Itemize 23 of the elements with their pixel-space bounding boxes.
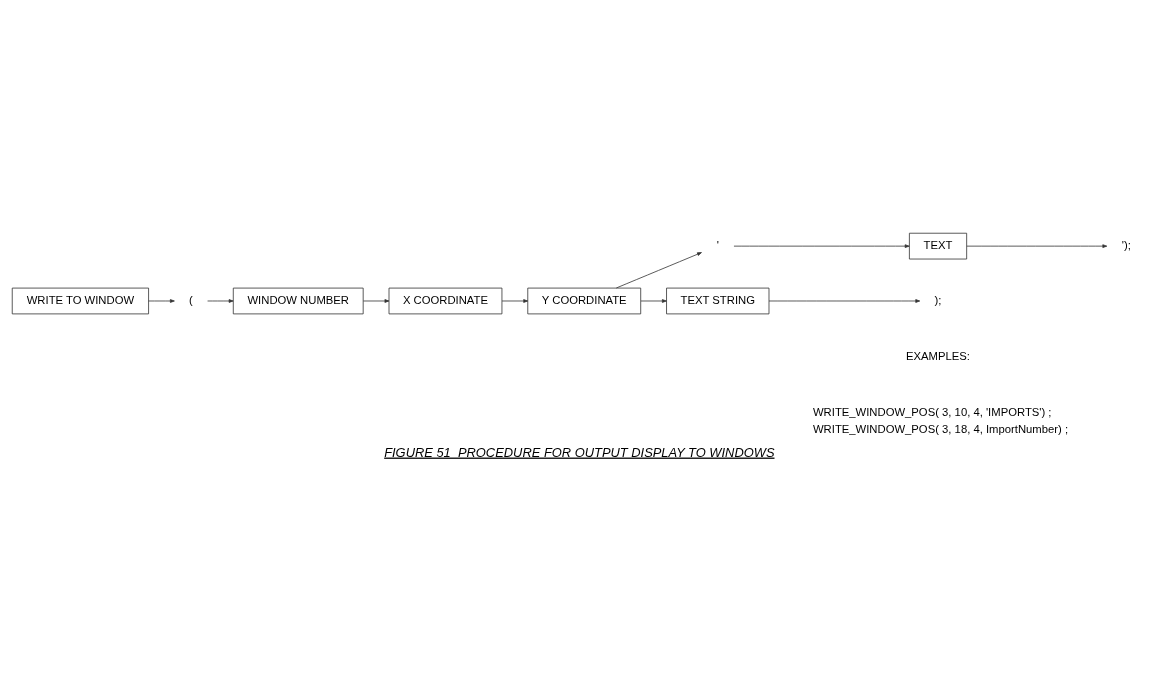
arrow bbox=[148, 298, 175, 303]
node-box: TEXT STRING bbox=[666, 287, 770, 314]
caption: FIGURE 51 PROCEDURE FOR OUTPUT DISPLAY TO WINDOWS bbox=[384, 444, 775, 460]
node-box: Y COORDINATE bbox=[527, 287, 642, 314]
arrow bbox=[768, 298, 921, 303]
arrow bbox=[640, 298, 667, 303]
node-box: WINDOW NUMBER bbox=[232, 287, 364, 314]
node-box: WRITE TO WINDOW bbox=[11, 287, 149, 314]
label: WRITE_WINDOW_POS( 3, 18, 4, ImportNumber) ; bbox=[812, 422, 1069, 435]
label: EXAMPLES: bbox=[906, 349, 970, 362]
node-text: '); bbox=[1121, 238, 1131, 251]
arrow bbox=[362, 298, 390, 303]
node-box: X COORDINATE bbox=[388, 287, 503, 314]
arrow bbox=[966, 243, 1108, 248]
arrow bbox=[615, 251, 702, 288]
arrow bbox=[501, 298, 529, 303]
label: WRITE_WINDOW_POS( 3, 10, 4, 'IMPORTS') ; bbox=[812, 405, 1052, 418]
node-box: TEXT bbox=[908, 232, 968, 259]
node-text: ' bbox=[716, 238, 719, 251]
arrow bbox=[207, 298, 234, 303]
node-text: ); bbox=[934, 293, 942, 306]
arrow bbox=[733, 243, 910, 248]
node-text: ( bbox=[189, 293, 193, 306]
